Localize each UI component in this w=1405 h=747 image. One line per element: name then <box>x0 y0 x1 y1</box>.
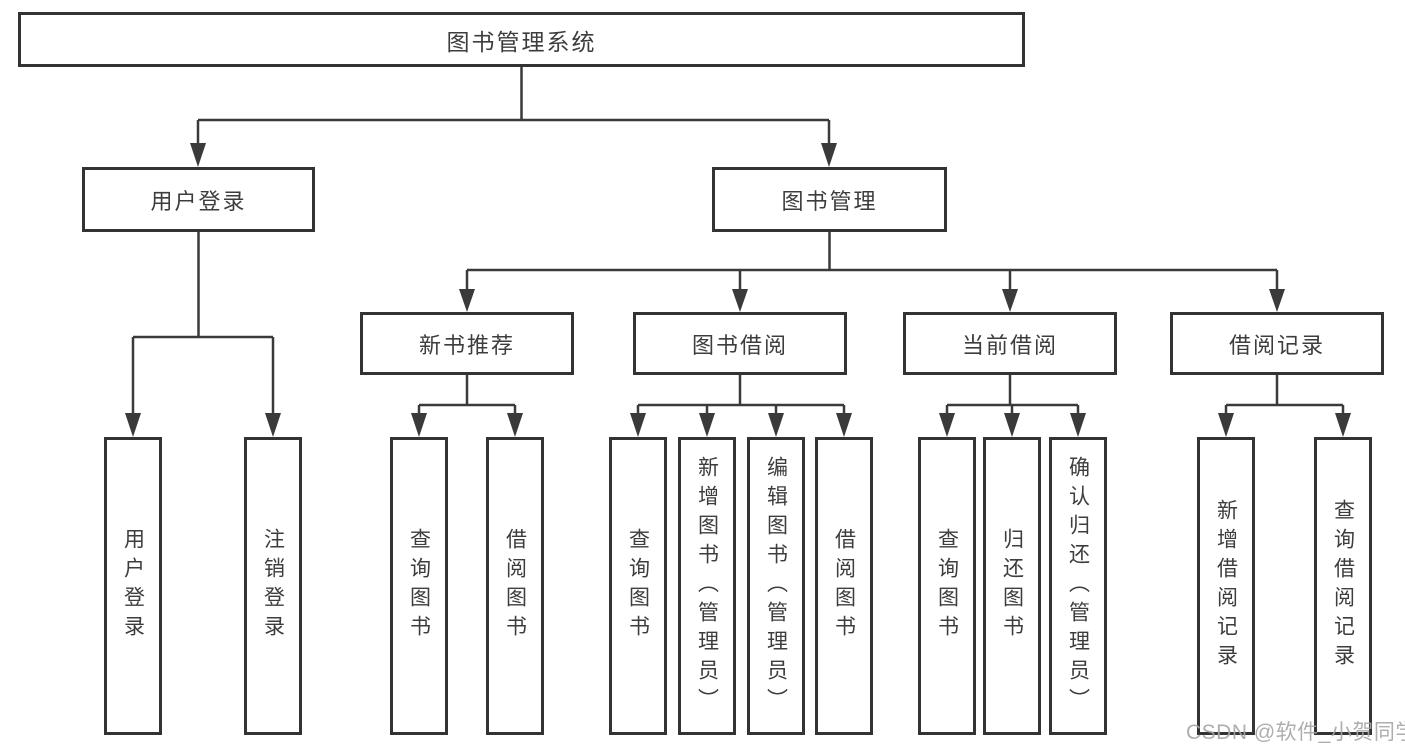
leaf-user-login: 用户登录 <box>104 437 162 735</box>
leaf-current-return-books: 归还图书 <box>983 437 1041 735</box>
node-book-borrowing: 图书借阅 <box>633 312 847 375</box>
leaf-records-query-borrow-record-label: 查询借阅记录 <box>1331 499 1355 673</box>
leaf-current-return-books-label: 归还图书 <box>1000 528 1024 644</box>
node-current-borrowing-label: 当前借阅 <box>961 332 1058 358</box>
leaf-borrowing-add-books-admin-label: 新增图书（管理员） <box>695 455 719 717</box>
node-book-management: 图书管理 <box>712 167 947 232</box>
node-user-login: 用户登录 <box>82 167 315 232</box>
leaf-current-query-books-label: 查询图书 <box>935 528 959 644</box>
leaf-newbook-borrow-books: 借阅图书 <box>486 437 544 735</box>
node-current-borrowing: 当前借阅 <box>903 312 1117 375</box>
leaf-records-add-borrow-record-label: 新增借阅记录 <box>1214 499 1238 673</box>
leaf-newbook-query-books: 查询图书 <box>390 437 448 735</box>
leaf-borrowing-query-books: 查询图书 <box>609 437 667 735</box>
leaf-user-login-label: 用户登录 <box>121 528 145 644</box>
leaf-newbook-query-books-label: 查询图书 <box>407 528 431 644</box>
leaf-borrowing-query-books-label: 查询图书 <box>626 528 650 644</box>
leaf-records-query-borrow-record: 查询借阅记录 <box>1314 437 1372 735</box>
node-book-management-label: 图书管理 <box>781 188 878 214</box>
leaf-borrowing-add-books-admin: 新增图书（管理员） <box>678 437 736 735</box>
leaf-logout-label: 注销登录 <box>261 528 285 644</box>
leaf-borrowing-edit-books-admin-label: 编辑图书（管理员） <box>764 455 788 717</box>
node-new-book-recommend: 新书推荐 <box>360 312 574 375</box>
leaf-borrowing-borrow-books-label: 借阅图书 <box>832 528 856 644</box>
node-new-book-recommend-label: 新书推荐 <box>418 332 515 358</box>
node-user-login-label: 用户登录 <box>150 188 247 214</box>
node-borrowing-records: 借阅记录 <box>1170 312 1384 375</box>
leaf-records-add-borrow-record: 新增借阅记录 <box>1197 437 1255 735</box>
leaf-borrowing-edit-books-admin: 编辑图书（管理员） <box>747 437 805 735</box>
node-root-system: 图书管理系统 <box>18 12 1025 67</box>
leaf-logout: 注销登录 <box>244 437 302 735</box>
leaf-current-confirm-return-admin-label: 确认归还（管理员） <box>1066 455 1090 717</box>
leaf-current-confirm-return-admin: 确认归还（管理员） <box>1049 437 1107 735</box>
leaf-newbook-borrow-books-label: 借阅图书 <box>503 528 527 644</box>
leaf-borrowing-borrow-books: 借阅图书 <box>815 437 873 735</box>
node-root-label: 图书管理系统 <box>446 28 597 55</box>
csdn-watermark: CSDN @软件_小贺同学 <box>1186 721 1405 744</box>
leaf-current-query-books: 查询图书 <box>918 437 976 735</box>
node-book-borrowing-label: 图书借阅 <box>691 332 788 358</box>
node-borrowing-records-label: 借阅记录 <box>1228 332 1325 358</box>
